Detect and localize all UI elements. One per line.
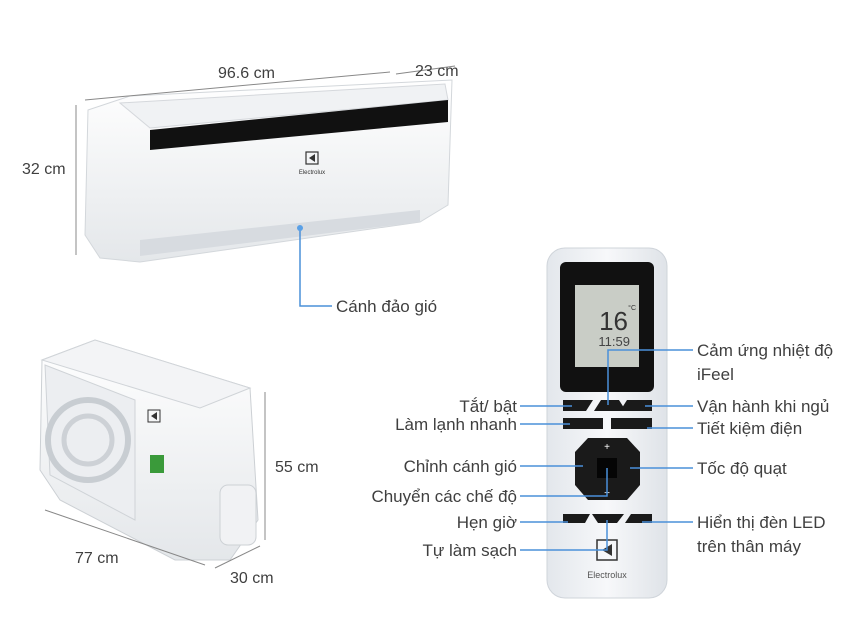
label-turbo: Làm lạnh nhanh bbox=[395, 415, 517, 434]
indoor-width-label: 96.6 cm bbox=[218, 65, 275, 82]
label-fan-speed: Tốc độ quạt bbox=[697, 459, 787, 478]
louver-callout-label: Cánh đảo gió bbox=[336, 297, 437, 316]
outdoor-depth-label: 30 cm bbox=[230, 570, 274, 587]
indoor-depth-label: 23 cm bbox=[415, 63, 459, 80]
indoor-height-label: 32 cm bbox=[22, 161, 66, 178]
label-led-2: trên thân máy bbox=[697, 537, 801, 556]
brand-logo-icon: Electrolux bbox=[299, 151, 325, 176]
display-strip bbox=[150, 100, 448, 150]
self-clean-button[interactable] bbox=[592, 514, 624, 523]
outdoor-height-label: 55 cm bbox=[275, 459, 319, 476]
timer-button[interactable] bbox=[563, 514, 590, 523]
brand-text: Electrolux bbox=[299, 170, 325, 176]
outdoor-width-label: 77 cm bbox=[75, 550, 119, 567]
label-led-1: Hiển thị đèn LED bbox=[697, 513, 826, 532]
label-mode: Chuyển các chế độ bbox=[371, 487, 517, 506]
label-power: Tắt/ bật bbox=[459, 397, 517, 416]
outdoor-unit bbox=[39, 339, 259, 561]
label-ifeel-2: iFeel bbox=[697, 365, 734, 384]
eco-button[interactable] bbox=[611, 418, 652, 429]
lcd-temp: 16 bbox=[599, 306, 628, 336]
power-button[interactable] bbox=[563, 400, 593, 411]
label-eco: Tiết kiệm điện bbox=[697, 419, 802, 438]
led-button[interactable] bbox=[625, 514, 652, 523]
temp-up-button[interactable]: + bbox=[604, 442, 610, 453]
label-timer: Hẹn giờ bbox=[457, 513, 517, 532]
indoor-unit: Electrolux bbox=[84, 79, 453, 263]
remote-control: 16 °C 11:59 + − Electrolux bbox=[546, 247, 668, 599]
lcd-screen bbox=[575, 285, 639, 367]
lcd-unit: °C bbox=[628, 304, 636, 312]
remote-brand-text: Electrolux bbox=[587, 570, 627, 580]
label-sleep: Vận hành khi ngủ bbox=[697, 397, 829, 416]
turbo-button[interactable] bbox=[563, 418, 603, 429]
lcd-time: 11:59 bbox=[598, 334, 630, 349]
label-ifeel-1: Cảm ứng nhiệt độ bbox=[697, 341, 833, 360]
air-louver bbox=[140, 210, 420, 256]
sleep-button[interactable] bbox=[620, 400, 652, 411]
callout-lines bbox=[520, 349, 693, 551]
label-self-clean: Tự làm sạch bbox=[422, 541, 517, 560]
label-swing: Chỉnh cánh gió bbox=[404, 457, 517, 476]
ifeel-button[interactable] bbox=[594, 400, 626, 411]
